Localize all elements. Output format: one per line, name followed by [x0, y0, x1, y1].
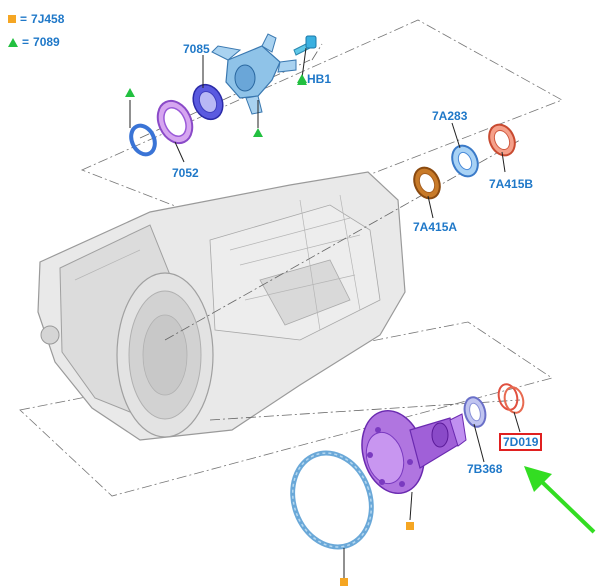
- callout-7b368[interactable]: 7B368: [467, 462, 503, 476]
- part-7a415a-seal: [413, 166, 441, 200]
- legend-code: 7089: [33, 35, 60, 49]
- callout-hb1-label: HB1: [307, 72, 332, 86]
- legend-square-marker: [8, 15, 16, 23]
- legend-row-triangle: = 7089: [8, 35, 60, 49]
- legend-code: 7J458: [31, 12, 65, 26]
- marker-triangle-7089-a: [125, 88, 135, 97]
- callout-7a415b[interactable]: 7A415B: [489, 177, 534, 191]
- callout-7052[interactable]: 7052: [172, 166, 199, 180]
- callout-hb1[interactable]: HB1: [297, 72, 331, 86]
- callout-7a283[interactable]: 7A283: [432, 109, 468, 123]
- part-output-flange: [211, 33, 297, 115]
- marker-triangle-7089-b: [253, 128, 263, 137]
- callout-7d019[interactable]: 7D019: [499, 433, 543, 451]
- callout-7085[interactable]: 7085: [183, 42, 210, 56]
- part-7a415b-seal: [488, 123, 516, 157]
- leader-lines: [129, 47, 521, 578]
- legend-eq: =: [22, 35, 30, 49]
- part-7089-seal-ring: [129, 123, 157, 157]
- marker-square-7j458-a: [406, 522, 414, 530]
- pointer-arrow: [524, 466, 596, 534]
- part-7d019-seal: [497, 383, 525, 414]
- part-hb1-bolt: [293, 35, 317, 56]
- legend-row-square: = 7J458: [8, 12, 64, 26]
- legend-triangle-marker: [8, 37, 18, 47]
- part-7b368-washer: [463, 396, 487, 428]
- hb1-triangle-marker: [297, 74, 307, 83]
- part-7j458-snap-ring: [290, 450, 374, 550]
- marker-square-7j458-b: [340, 578, 348, 586]
- callout-7a415a[interactable]: 7A415A: [413, 220, 458, 234]
- part-7a283-bearing: [451, 144, 479, 178]
- part-7052-seal: [156, 99, 194, 145]
- part-clutch-drum-assembly: [361, 409, 467, 495]
- transmission-case: [37, 171, 406, 441]
- part-7085-bearing: [192, 83, 224, 121]
- legend-eq: =: [20, 12, 28, 26]
